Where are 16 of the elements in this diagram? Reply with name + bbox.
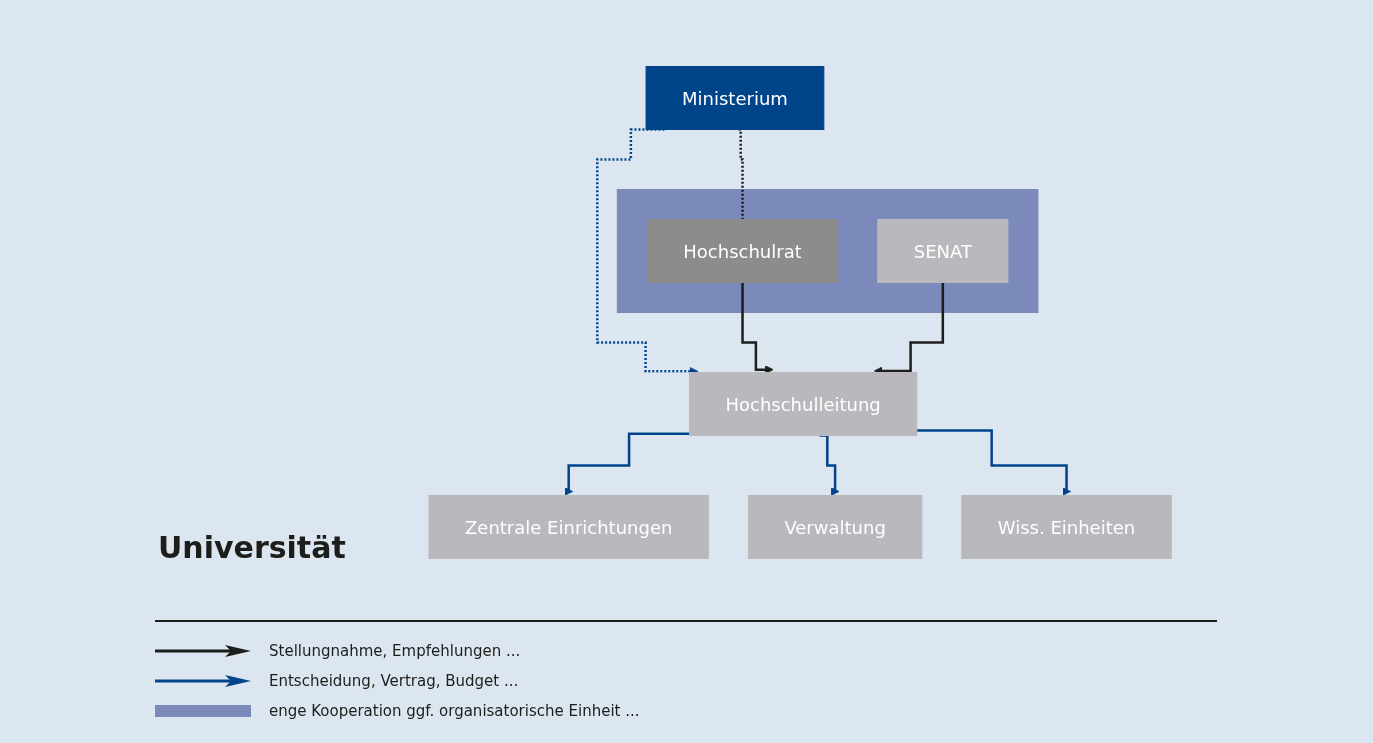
node-box: Hochschulleitung — [688, 372, 918, 436]
arrow — [564, 432, 690, 496]
cluster — [616, 189, 1039, 313]
legend-text: enge Kooperation ggf. organisatorische Einheit ... — [269, 702, 640, 720]
arrow — [595, 128, 699, 376]
connector — [738, 128, 744, 221]
node-box: Hochschulrat — [646, 219, 839, 283]
legend-text: Stellungnahme, Empfehlungen ... — [269, 642, 521, 660]
node-box: SENAT — [877, 219, 1009, 283]
node-box: Verwaltung — [747, 495, 923, 559]
legend-text: Entscheidung, Vertrag, Budget ... — [269, 672, 519, 690]
section-heading: Universität — [158, 530, 346, 565]
arrow — [916, 429, 1071, 496]
node-box: Wiss. Einheiten — [961, 495, 1172, 559]
node-box: Zentrale Einrichtungen — [428, 495, 709, 559]
node-box: Ministerium — [645, 66, 825, 130]
